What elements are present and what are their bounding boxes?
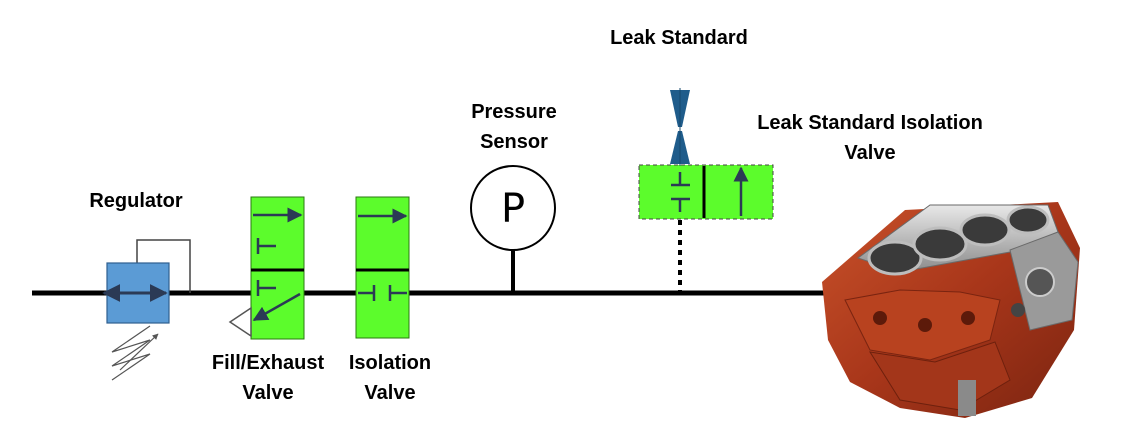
leak-standard-orifice-icon [670,88,690,166]
isolation-valve-symbol [355,196,410,339]
pressure-sensor-label-line2: Sensor [480,131,548,153]
pressure-sensor-label: Pressure Sensor [462,97,566,157]
isolation-valve-label-line2: Valve [364,382,416,404]
pressure-sensor-letter: P [501,186,525,232]
leak-standard-label-text: Leak Standard [610,27,748,49]
leak-standard-isolation-valve-label-line2: Valve [844,142,896,164]
fill-exhaust-valve-label-line2: Valve [242,382,294,404]
fill-exhaust-valve-label-line1: Fill/Exhaust [211,352,325,374]
pressure-sensor-label-line1: Pressure [471,101,557,123]
regulator-symbol [102,239,191,381]
leak-standard-isolation-valve-label-line1: Leak Standard Isolation [757,112,983,134]
leak-standard-isolation-valve-symbol [638,164,774,293]
fill-exhaust-valve-label: Fill/Exhaust Valve [200,348,336,408]
fill-exhaust-valve-symbol [228,196,305,340]
leak-standard-label: Leak Standard [596,23,762,53]
regulator-label: Regulator [82,186,190,216]
isolation-valve-label: Isolation Valve [338,348,442,408]
engine-block-icon [822,202,1080,418]
regulator-label-text: Regulator [89,190,183,212]
isolation-valve-label-line1: Isolation [348,352,432,374]
leak-standard-isolation-valve-label: Leak Standard Isolation Valve [738,108,1002,168]
pressure-sensor-symbol: P [470,165,556,293]
